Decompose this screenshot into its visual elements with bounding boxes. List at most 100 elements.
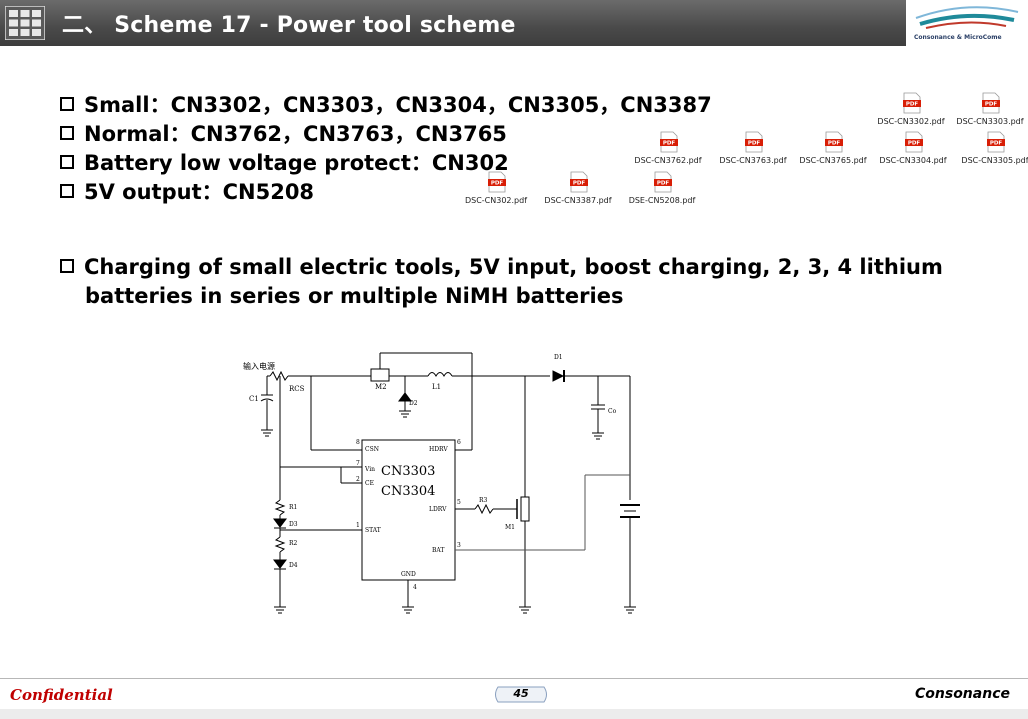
pdf-file[interactable]: PDF DSC-CN3302.pdf bbox=[871, 92, 951, 132]
pin-gnd: GND bbox=[401, 571, 416, 578]
pin-num: 5 bbox=[457, 499, 461, 506]
pdf-file-name: DSC-CN3762.pdf bbox=[634, 156, 702, 165]
pdf-file[interactable]: PDF DSE-CN5208.pdf bbox=[622, 171, 702, 211]
checkbox-square-icon bbox=[60, 259, 74, 273]
led-d3 bbox=[273, 518, 287, 528]
checkbox-square-icon bbox=[60, 184, 74, 198]
page-number-pill bbox=[495, 686, 547, 703]
pdf-file-name: DSC-CN3302.pdf bbox=[877, 117, 945, 126]
pdf-icon-label: PDF bbox=[657, 181, 670, 187]
resistor-r2 bbox=[274, 536, 286, 553]
ground-icon bbox=[261, 429, 273, 437]
chip-label-1: CN3303 bbox=[381, 464, 435, 479]
m1-label: M1 bbox=[505, 524, 515, 531]
pdf-file-icon: PDF bbox=[745, 131, 763, 153]
pdf-file-icon: PDF bbox=[903, 92, 921, 114]
pin-csn: CSN bbox=[365, 446, 379, 453]
pdf-file[interactable]: PDF DSC-CN3305.pdf bbox=[955, 131, 1028, 171]
ground-icon bbox=[274, 606, 286, 614]
pin-hdrv: HDRV bbox=[429, 446, 448, 453]
footer-divider bbox=[0, 678, 1028, 679]
pdf-file[interactable]: PDF DSC-CN3303.pdf bbox=[950, 92, 1028, 132]
pdf-icon-label: PDF bbox=[663, 141, 676, 147]
mosfet-m1 bbox=[520, 496, 530, 522]
pdf-icon-label: PDF bbox=[985, 102, 998, 108]
inductor-l1 bbox=[427, 372, 453, 378]
checkbox-square-icon bbox=[60, 126, 74, 140]
pdf-file[interactable]: PDF DSC-CN3304.pdf bbox=[873, 131, 953, 171]
ground-icon bbox=[399, 410, 411, 418]
bullet-small: Small：CN3302，CN3303，CN3304，CN3305，CN3387 bbox=[60, 91, 712, 120]
bullet-5v-output: 5V output：CN5208 bbox=[60, 178, 314, 207]
ground-icon bbox=[519, 606, 531, 614]
m2-label: M2 bbox=[375, 383, 387, 391]
pdf-file-icon: PDF bbox=[825, 131, 843, 153]
checkbox-square-icon bbox=[60, 155, 74, 169]
bullet-normal: Normal：CN3762，CN3763，CN3765 bbox=[60, 120, 507, 149]
pin-ldrv: LDRV bbox=[429, 506, 447, 513]
pdf-file-icon: PDF bbox=[654, 171, 672, 193]
pdf-file[interactable]: PDF DSC-CN3762.pdf bbox=[628, 131, 708, 171]
logo-swoosh-icon bbox=[915, 6, 1019, 29]
ground-icon bbox=[402, 606, 414, 614]
pin-num: 3 bbox=[457, 542, 461, 549]
pdf-file[interactable]: PDF DSC-CN3765.pdf bbox=[793, 131, 873, 171]
r1-label: R1 bbox=[289, 504, 297, 511]
pin-vin: Vin bbox=[364, 466, 375, 473]
slide-header: 二、 Scheme 17 - Power tool scheme Consona… bbox=[0, 0, 1028, 46]
d4-label: D4 bbox=[289, 562, 298, 569]
pin-num: 7 bbox=[356, 460, 360, 467]
pdf-file-name: DSC-CN302.pdf bbox=[464, 196, 528, 205]
ground-icon bbox=[624, 606, 636, 614]
pdf-file-name: DSC-CN3303.pdf bbox=[956, 117, 1024, 126]
pdf-file-icon: PDF bbox=[660, 131, 678, 153]
pdf-file-name: DSC-CN3763.pdf bbox=[719, 156, 787, 165]
r2-label: R2 bbox=[289, 540, 298, 547]
pdf-icon-label: PDF bbox=[748, 141, 761, 147]
checkbox-square-icon bbox=[60, 97, 74, 111]
resistor-r3 bbox=[474, 503, 494, 515]
pin-ce: CE bbox=[365, 480, 374, 487]
mosfet-m2 bbox=[370, 368, 390, 382]
resistor-rcs bbox=[269, 370, 289, 382]
pin-num: 2 bbox=[356, 476, 360, 483]
pdf-icon-label: PDF bbox=[990, 141, 1003, 147]
pin-num: 4 bbox=[413, 584, 417, 591]
bullet-charging: Charging of small electric tools, 5V inp… bbox=[60, 253, 960, 311]
pdf-file[interactable]: PDF DSC-CN302.pdf bbox=[456, 171, 536, 211]
pdf-icon-label: PDF bbox=[906, 102, 919, 108]
c1-label: C1 bbox=[249, 395, 259, 403]
pdf-file-name: DSE-CN5208.pdf bbox=[628, 196, 696, 205]
pdf-icon-label: PDF bbox=[828, 141, 841, 147]
pdf-file-name: DSC-CN3387.pdf bbox=[544, 196, 612, 205]
d1-label: D1 bbox=[554, 354, 563, 361]
pdf-file-icon: PDF bbox=[570, 171, 588, 193]
pdf-file[interactable]: PDF DSC-CN3763.pdf bbox=[713, 131, 793, 171]
company-logo: Consonance & MicroCome bbox=[906, 0, 1028, 46]
resistor-r1 bbox=[274, 499, 286, 516]
pdf-file[interactable]: PDF DSC-CN3387.pdf bbox=[538, 171, 618, 211]
pdf-file-icon: PDF bbox=[488, 171, 506, 193]
battery-icon bbox=[620, 504, 640, 518]
footer-brand: Consonance bbox=[915, 686, 1010, 702]
pdf-file-name: DSC-CN3765.pdf bbox=[799, 156, 867, 165]
bottom-bar bbox=[0, 709, 1028, 719]
r3-label: R3 bbox=[479, 497, 488, 504]
confidential-label: Confidential bbox=[10, 686, 113, 704]
rcs-label: RCS bbox=[289, 385, 305, 393]
pdf-icon-label: PDF bbox=[491, 181, 504, 187]
co-label: Co bbox=[608, 408, 617, 415]
d2-label: D2 bbox=[409, 400, 418, 407]
pin-num: 8 bbox=[356, 439, 360, 446]
circuit-schematic: 输入电源 RCS C1 M2 L1 D2 D1 Co CN3303 CN3304… bbox=[243, 352, 640, 614]
pdf-icon-label: PDF bbox=[573, 181, 586, 187]
pin-bat: BAT bbox=[432, 547, 444, 554]
pdf-file-name: DSC-CN3304.pdf bbox=[879, 156, 947, 165]
pin-stat: STAT bbox=[365, 527, 381, 534]
chip-label-2: CN3304 bbox=[381, 484, 435, 499]
pdf-icon-label: PDF bbox=[908, 141, 921, 147]
pdf-file-name: DSC-CN3305.pdf bbox=[961, 156, 1028, 165]
pdf-file-icon: PDF bbox=[987, 131, 1005, 153]
bullet-battery-protect: Battery low voltage protect：CN302 bbox=[60, 149, 509, 178]
pdf-file-icon: PDF bbox=[982, 92, 1000, 114]
